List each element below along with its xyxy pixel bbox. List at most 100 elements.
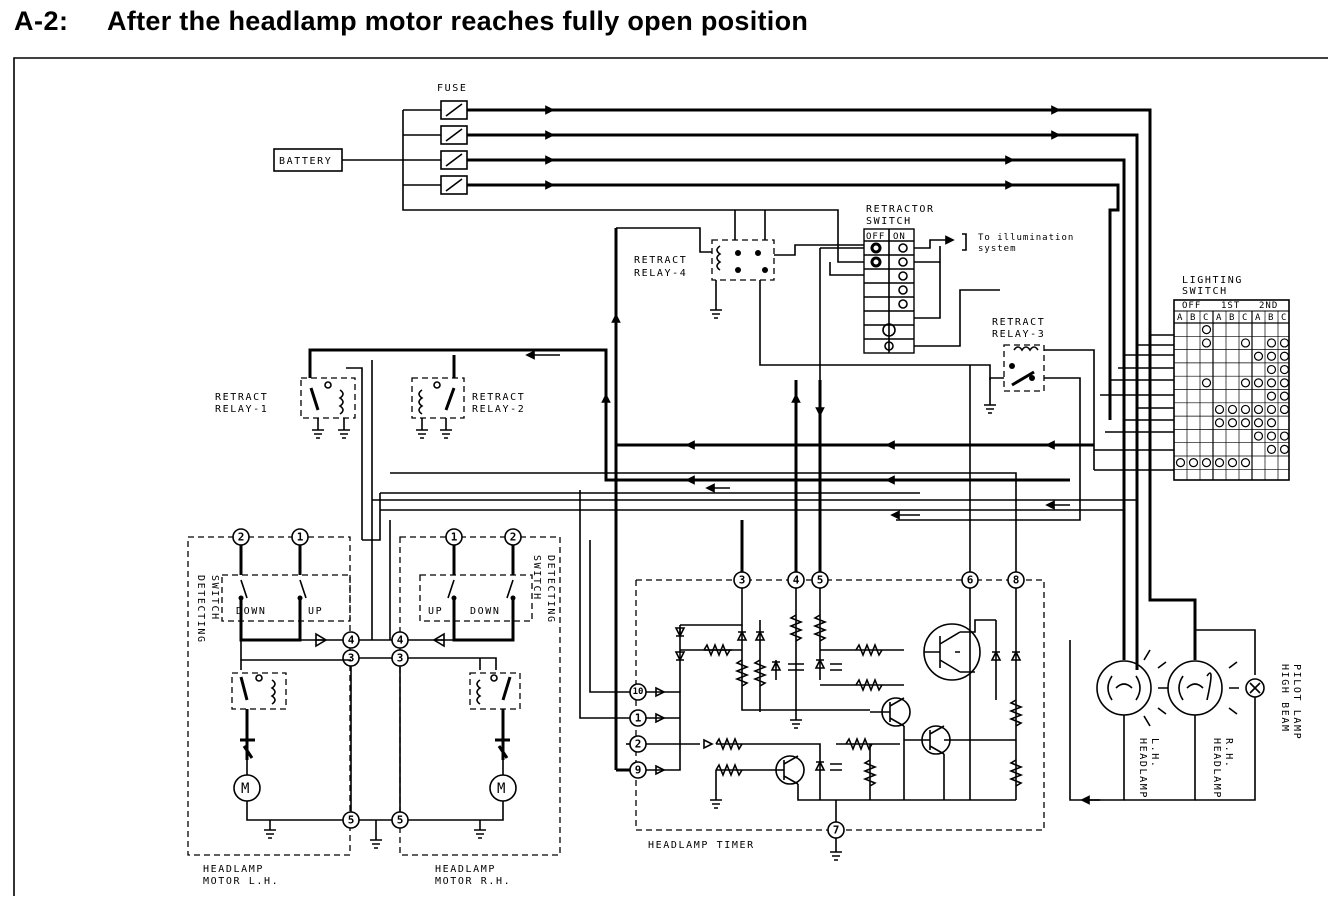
terminal-lh-2: 2 [238,531,245,544]
lh-down-label: DOWN [236,606,266,617]
ls-contact [1279,351,1290,361]
ls-contact [1201,325,1212,335]
timer-terminal-4: 4 [793,574,800,587]
timer-terminal-3: 3 [739,574,746,587]
ls-contact [1279,444,1290,454]
pilot-label-2: PILOT LAMP [1291,664,1302,740]
retractor-label-1: RETRACTOR [866,204,935,215]
ls-contact [1266,351,1277,361]
terminal-rh-1: 1 [451,531,458,544]
lighting-label-1: LIGHTING [1182,275,1243,286]
ls-contact [1266,391,1277,401]
ls-contact [1279,364,1290,375]
relay1-label-1: RETRACT [215,392,268,403]
motor-lh-label-1: HEADLAMP [203,864,264,875]
ls-contact [1214,404,1225,415]
ls-col: B [1268,313,1274,323]
ls-contact [1253,351,1264,361]
ls-col: C [1203,313,1209,323]
ls-contact [1201,458,1212,468]
ls-col: C [1242,313,1248,323]
detect-left-label-2: SWITCH [209,575,220,621]
title-bar: A-2: After the headlamp motor reaches fu… [14,6,1314,42]
rh-down-label: DOWN [470,606,500,617]
timer-terminal-1: 1 [635,712,642,725]
ls-contact [1266,431,1277,441]
headlamp-lh-label-2: L.H. [1149,738,1160,768]
page-title: After the headlamp motor reaches fully o… [107,6,809,36]
ls-contact [1279,378,1290,388]
retract-relay-2: RETRACT RELAY-2 [411,377,525,439]
diagram-frame [13,57,1328,896]
terminal-rh-3: 3 [397,652,404,665]
timer-terminal-10: 10 [633,687,644,697]
motor-rh-label-2: MOTOR R.H. [435,876,511,887]
ls-col: B [1190,313,1196,323]
relay3-label-1: RETRACT [992,317,1045,328]
lh-up-label: UP [308,606,323,617]
ls-contact [1266,338,1277,348]
high-beam-pilot-lamp: HIGH BEAM PILOT LAMP [1195,664,1302,801]
fuse-label: FUSE [437,83,467,94]
terminal-lh-4: 4 [348,634,355,647]
ls-contact [1240,404,1251,415]
terminal-lh-5: 5 [348,814,355,827]
fuse-set [403,100,468,195]
detect-left-label-1: DETECTING [195,575,206,644]
ls-contact [1201,378,1212,388]
relay1-label-2: RELAY-1 [215,404,268,415]
ls-contact [1253,404,1264,415]
ls-contact [1240,338,1251,348]
ls-contact [1279,404,1290,415]
illumination-label-2: system [978,244,1017,254]
headlamp-rh: HEADLAMP R.H. [1124,629,1256,801]
headlamp-rh-label-1: HEADLAMP [1211,738,1222,799]
ls-contact [1227,458,1238,468]
ls-group-2nd: 2ND [1259,301,1278,311]
battery-label: BATTERY [279,156,332,167]
lighting-column-heads: A B C A B C A B C [1177,313,1287,323]
terminal-lh-3: 3 [348,652,355,665]
retractor-switch: RETRACTOR SWITCH OFF ON To illumination … [819,204,1073,580]
retract-relay-1: RETRACT RELAY-1 [215,377,356,439]
retract-relay-4: RETRACT RELAY-4 [601,210,991,770]
section-number: A-2: [14,6,69,36]
ls-contact [1240,418,1251,428]
headlamp-lh-label-1: HEADLAMP [1137,738,1148,799]
relay2-label-2: RELAY-2 [472,404,525,415]
retractor-label-2: SWITCH [866,216,912,227]
pilot-label-1: HIGH BEAM [1279,664,1290,733]
ls-contact [1279,391,1290,401]
battery-fuse-block: FUSE BATTERY [273,83,1197,660]
ls-col: A [1177,313,1183,323]
motor-rh-label-1: HEADLAMP [435,864,496,875]
ls-contact [1227,404,1238,415]
timer-terminal-2: 2 [635,738,642,751]
svg-text:M: M [497,781,505,797]
motor-lh-label-2: MOTOR L.H. [203,876,279,887]
ls-contact [1227,418,1238,428]
timer-terminal-8: 8 [1013,574,1020,587]
relay4-label-1: RETRACT [634,255,687,266]
lighting-grid [1174,310,1290,480]
ls-contact [1266,378,1277,388]
lighting-switch: LIGHTING SWITCH OFF 1ST 2ND A B C A B C … [1094,275,1290,481]
headlamp-motor-lh: DETECTING SWITCH 2 1 DOWN UP 4 3 M 5 HEA… [187,528,392,887]
detect-right-label-1: DETECTING [545,555,556,624]
ls-contact [1214,418,1225,428]
relay2-label-1: RETRACT [472,392,525,403]
detect-right-label-2: SWITCH [531,555,542,601]
ls-contact [1240,458,1251,468]
ls-col: C [1281,313,1287,323]
headlamp-motor-rh: DETECTING SWITCH 1 2 UP DOWN 4 3 M 5 HEA… [359,528,561,887]
terminal-rh-5: 5 [397,814,404,827]
retract-relay-3: RETRACT RELAY-3 [896,317,1095,521]
ls-contact [1240,378,1251,388]
ls-col: B [1229,313,1235,323]
relay3-label-2: RELAY-3 [992,329,1045,340]
ls-contact [1214,458,1225,468]
ls-contact [1253,418,1264,428]
ls-contact [1188,458,1199,468]
ls-contact [1266,404,1277,415]
